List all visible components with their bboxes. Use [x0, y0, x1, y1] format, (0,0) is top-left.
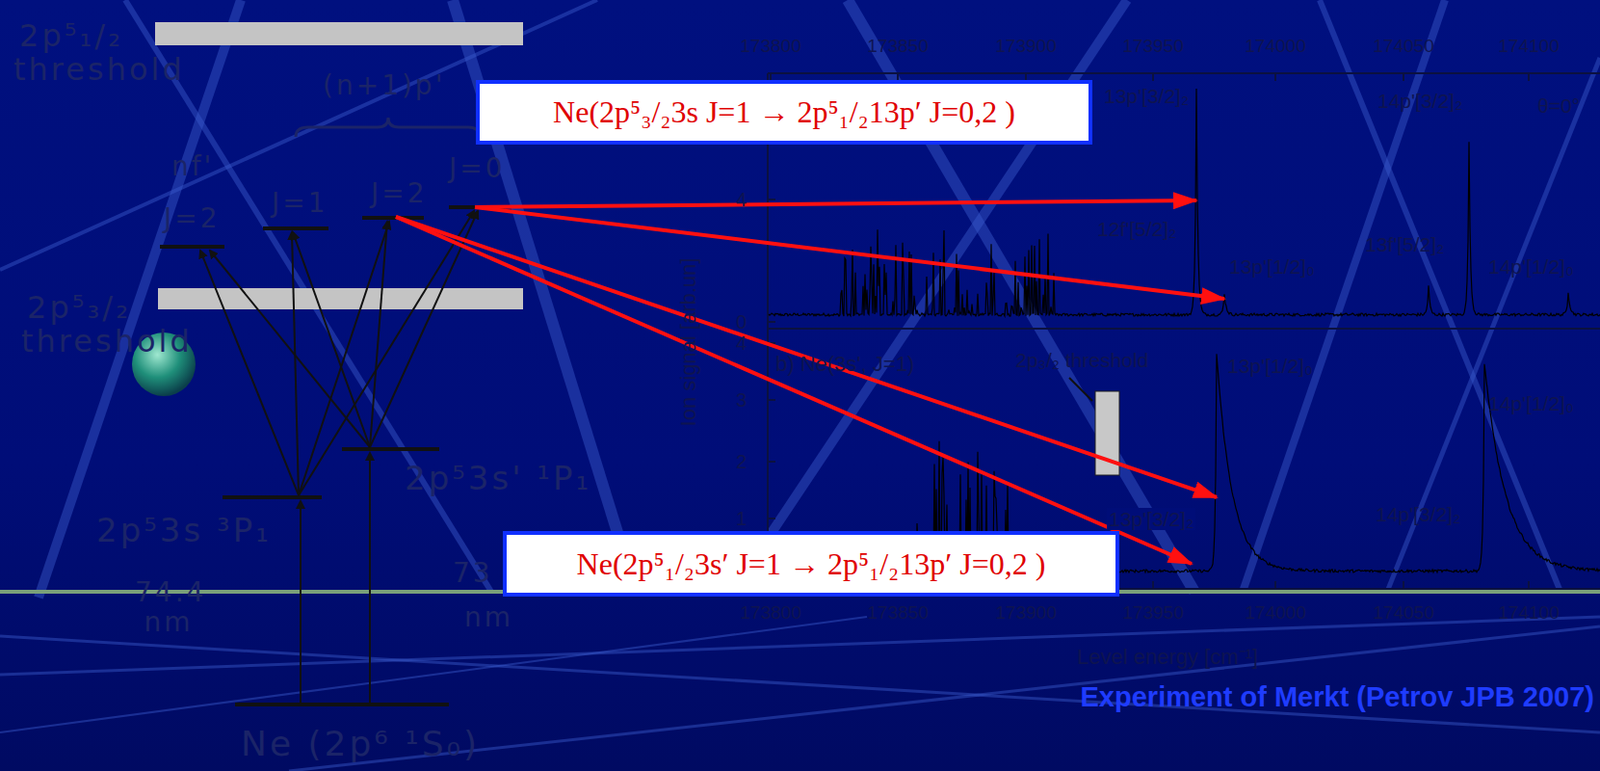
diagram-label: 174050 [1372, 36, 1434, 57]
diagram-label: 13f'[5/2]₂ [1364, 233, 1444, 256]
diagram-label: 14p'[1/2]₀ [1488, 392, 1574, 415]
diagram-label: 0 [735, 311, 747, 333]
diagram-label: b) Ne(3s', J=1) [775, 352, 915, 376]
diagram-label: 73 [452, 558, 494, 589]
diagram-label: J=2 [163, 204, 221, 235]
diagram-label: 13p'[1/2]₀ [1227, 354, 1313, 377]
diagram-label: 174000 [1244, 36, 1306, 57]
diagram-label: 4 [735, 188, 747, 210]
diagram-label: 174100 [1497, 603, 1559, 624]
diagram-label: 174000 [1244, 603, 1306, 624]
diagram-label: 2 [735, 450, 747, 473]
diagram-label: 2p⁵₃/₂ threshold [21, 290, 137, 359]
diagram-label: Level energy [cm⁻¹] [1076, 645, 1259, 669]
diagram-label: 13p'[3/2]₂ [1106, 507, 1196, 530]
diagram-label: 173950 [1122, 36, 1183, 57]
diagram-label: 173850 [866, 603, 928, 624]
diagram-label: 2p₃/₂ threshold [1015, 348, 1149, 371]
diagram-label: 173900 [995, 603, 1056, 624]
diagram-label: 2p⁵3s' ¹P₁ [404, 460, 592, 497]
diagram-label: 12f'[5/2]₂ [1097, 217, 1177, 240]
diagram-label: 173900 [995, 36, 1056, 57]
diagram-label: Ne (2p⁶ ¹S₀) [240, 724, 480, 763]
diagram-label: 173950 [1122, 603, 1183, 624]
diagram-label: nm [464, 603, 514, 633]
diagram-label: 13p'[3/2]₂ [1103, 84, 1189, 107]
diagram-label: 13p'[1/2]₀ [1229, 255, 1315, 278]
diagram-label: 1 [735, 507, 747, 529]
diagram-label: 173850 [866, 36, 928, 57]
diagram-label: J=0 [448, 154, 506, 184]
diagram-label: J=2 [370, 179, 428, 210]
diagram-label: 14p'[3/2]₂ [1377, 89, 1463, 112]
diagram-label: 174100 [1497, 36, 1559, 57]
diagram-label: 2p⁵3s ³P₁ [96, 512, 272, 549]
transition-text: Ne(2p⁵₁/₂3s′ J=1 → 2p⁵₁/₂13p′ J=0,2 ) [577, 546, 1047, 582]
diagram-label: 3 [735, 389, 747, 411]
diagram-label: nf' [171, 152, 214, 183]
diagram-label: 14p'[3/2]₂ [1375, 502, 1461, 525]
diagram-label: Ion signal [arb.un] [677, 258, 701, 427]
diagram-label: 174050 [1372, 603, 1434, 624]
diagram-label: Experiment of Merkt (Petrov JPB 2007) [1080, 681, 1595, 713]
diagram-label: θ=0° [1537, 94, 1580, 117]
diagram-label: 173800 [739, 36, 801, 57]
diagram-label: 173800 [739, 603, 801, 624]
diagram-label: (n+1)p' [322, 71, 446, 102]
diagram-label: 74.4 nm [134, 577, 203, 638]
transition-text: Ne(2p⁵₃/₂3s J=1 → 2p⁵₁/₂13p′ J=0,2 ) [552, 94, 1016, 131]
diagram-label: 4 [735, 332, 747, 354]
diagram-label: 2p⁵₁/₂ threshold [13, 19, 130, 87]
transition-box: Ne(2p⁵₁/₂3s′ J=1 → 2p⁵₁/₂13p′ J=0,2 ) [502, 530, 1120, 597]
diagram-label: 14p'[1/2]₀ [1488, 255, 1574, 278]
diagram-label: J=1 [271, 188, 329, 219]
transition-box: Ne(2p⁵₃/₂3s J=1 → 2p⁵₁/₂13p′ J=0,2 ) [475, 79, 1093, 145]
